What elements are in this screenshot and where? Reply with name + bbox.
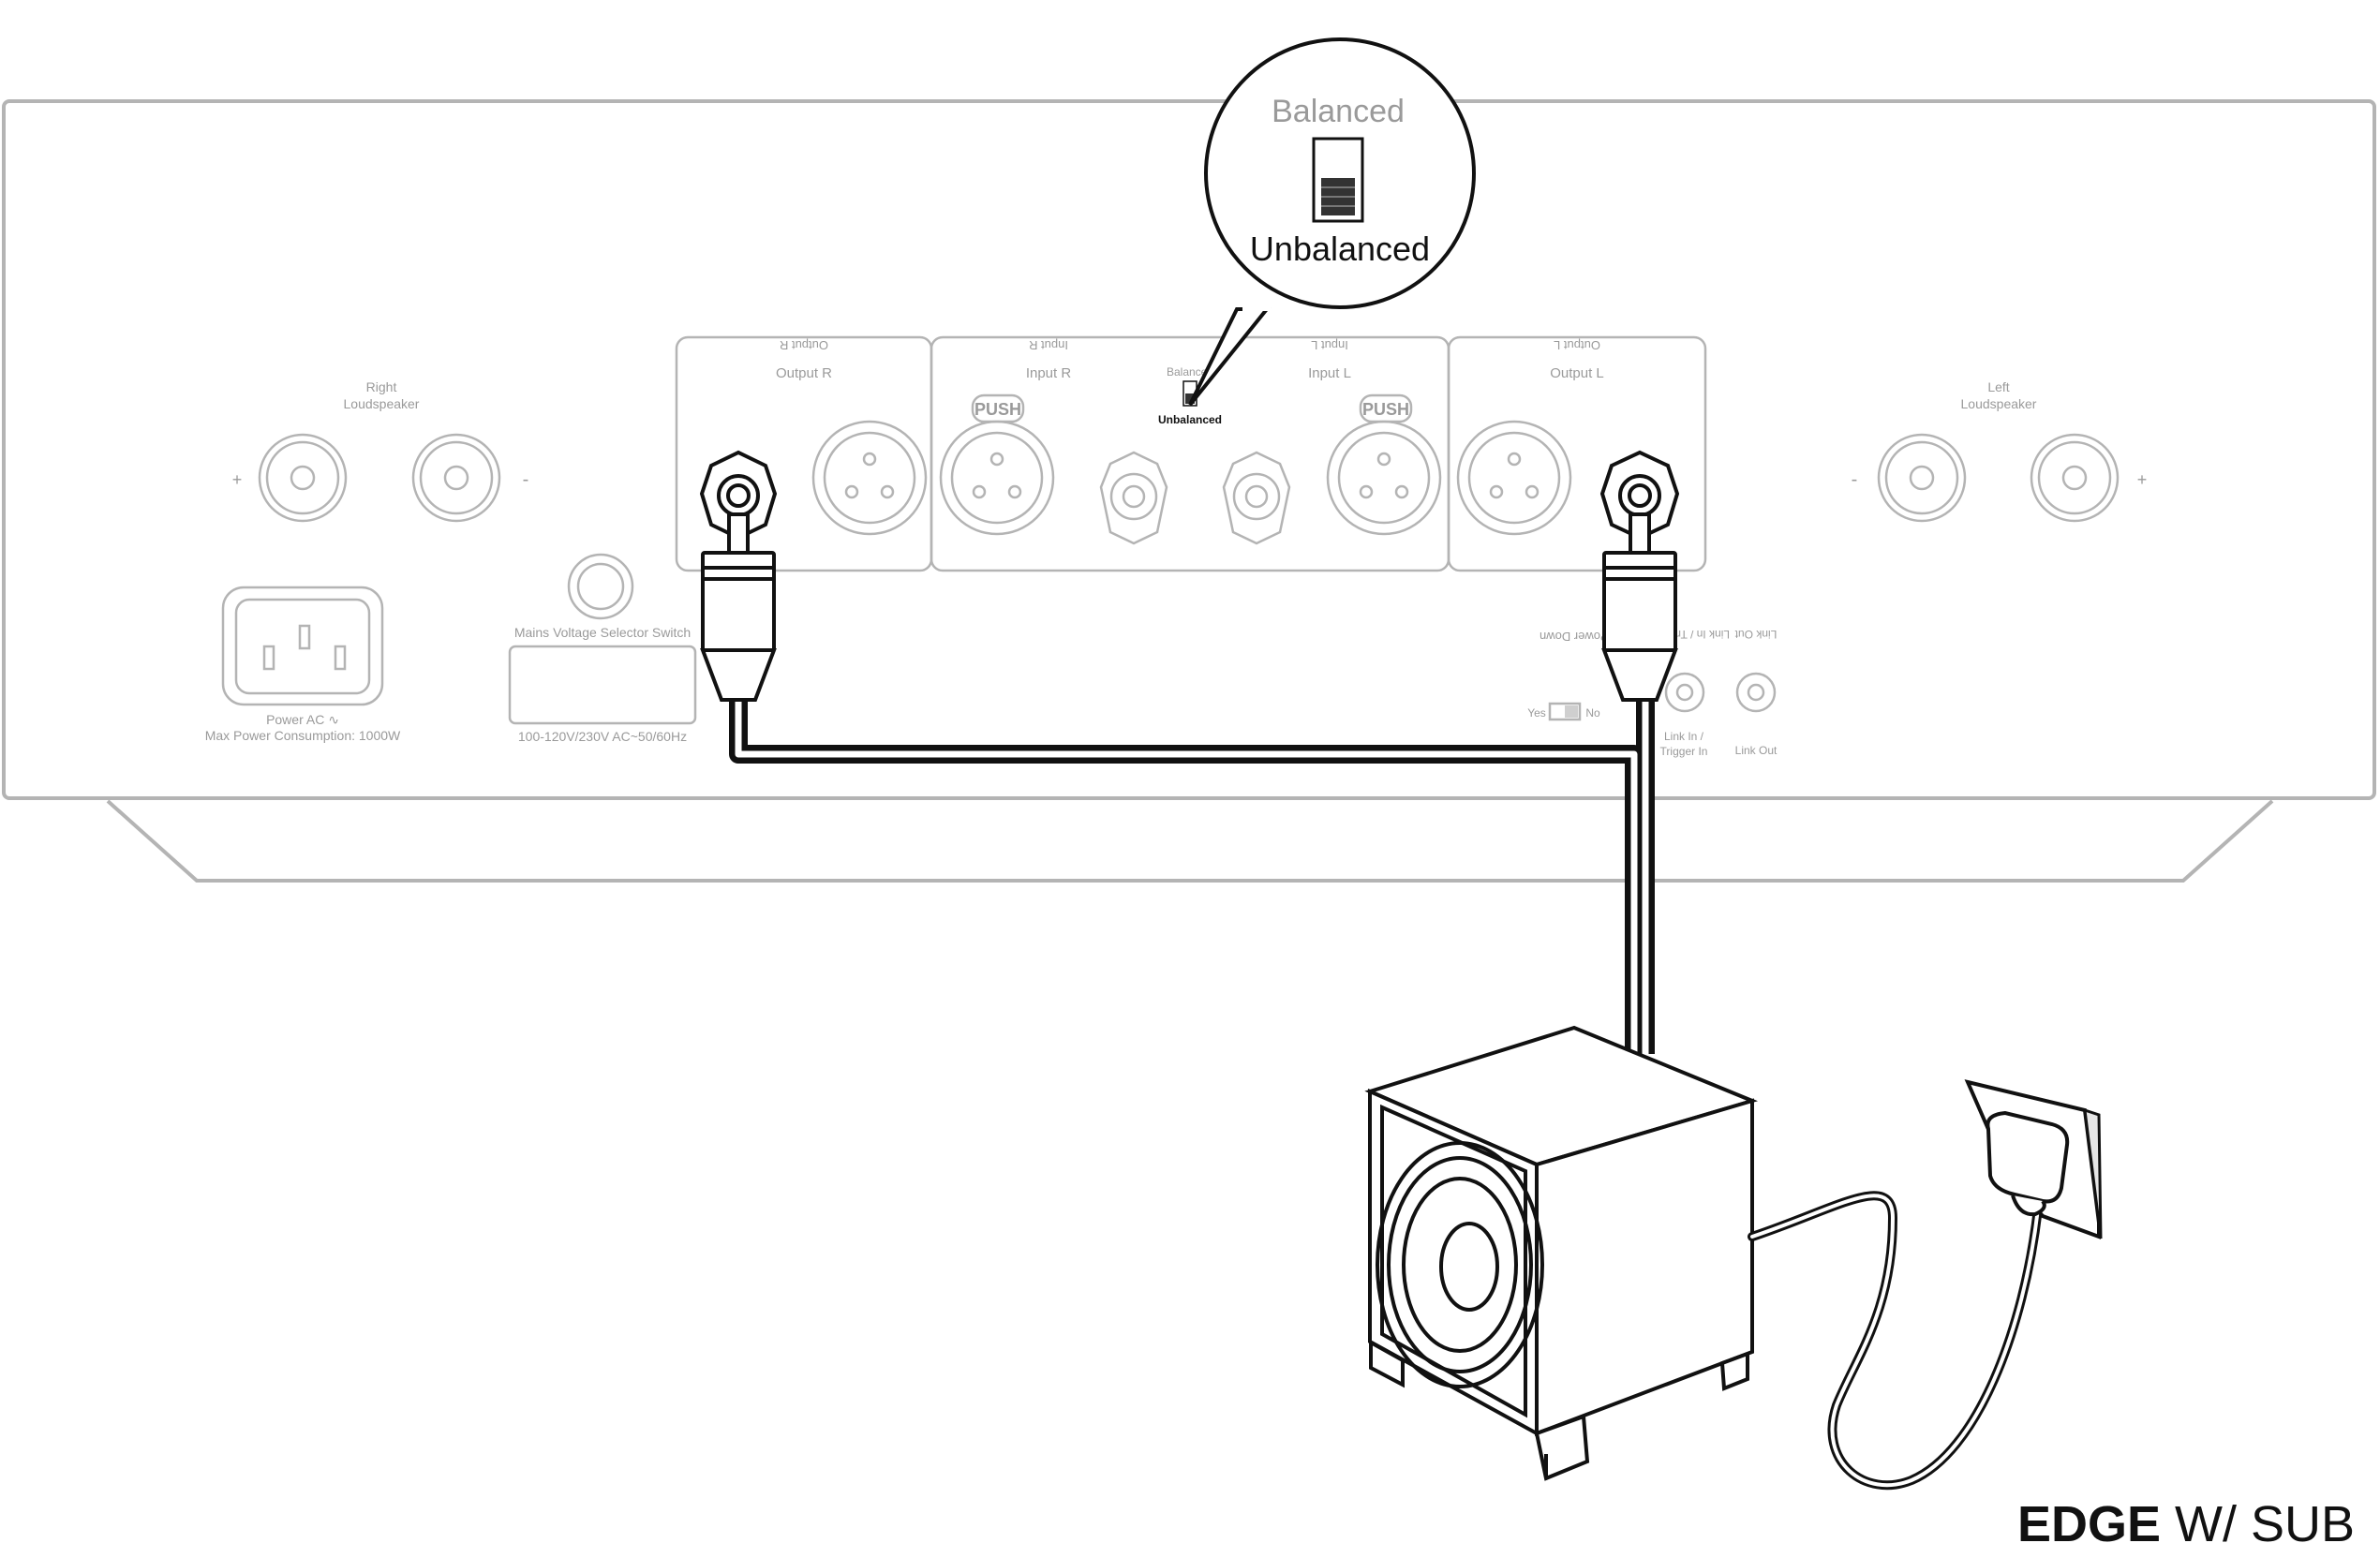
auto-power-down-switch[interactable] (1548, 702, 1582, 721)
link-in-label-line2: Trigger In (1660, 745, 1708, 758)
link-out[interactable] (1735, 672, 1777, 713)
amplifier-rear-panel (2, 99, 2376, 883)
product-title-bold: EDGE (2017, 1496, 2161, 1552)
left-loudspeaker-label-line2: Loudspeaker (1961, 396, 2037, 411)
right-loudspeaker-terminals: Right Loudspeaker + - (232, 379, 529, 523)
input-r-label: Input R (1026, 365, 1072, 381)
push-release-tab[interactable]: PUSH (1359, 393, 1413, 423)
input-l-label: Input L (1308, 365, 1351, 381)
link-out-label: Link Out (1735, 744, 1778, 757)
mains-voltage-selector-switch[interactable] (567, 553, 634, 620)
input-l-mirror-label: Input L (1311, 338, 1348, 352)
output-l-section: Output L Output L (1447, 335, 1707, 572)
speaker-terminal-negative[interactable] (411, 433, 501, 523)
push-label: PUSH (974, 400, 1021, 419)
speaker-terminal-negative[interactable] (1877, 433, 1967, 523)
mains-selector-label: Mains Voltage Selector Switch (514, 625, 691, 640)
push-label: PUSH (1362, 400, 1409, 419)
balanced-small-label: Balanced (1167, 365, 1213, 378)
product-title: EDGE W/ SUB (2017, 1496, 2355, 1552)
product-title-suffix: W/ SUB (2161, 1496, 2355, 1552)
output-r-mirror-label: Output R (780, 338, 828, 352)
input-r-mirror-label: Input R (1029, 338, 1068, 352)
balanced-switch-callout: Balanced Unbalanced (1188, 37, 1476, 407)
plus-sign: + (232, 470, 243, 489)
rca-plug-output-r (699, 450, 778, 702)
push-release-tab[interactable]: PUSH (971, 393, 1025, 423)
link-in-trigger-in[interactable] (1664, 672, 1705, 713)
subwoofer-power-cord (1748, 1191, 2043, 1491)
rca-input-l-connector[interactable] (1222, 451, 1291, 545)
unbalanced-small-label: Unbalanced (1158, 413, 1222, 426)
subwoofer-driver (1376, 1141, 1544, 1388)
rca-plug-output-l (1599, 450, 1680, 702)
speaker-terminal-positive[interactable] (2030, 433, 2120, 523)
xlr-input-l-connector[interactable] (1326, 420, 1442, 536)
output-r-section: Output R Output R (675, 335, 933, 572)
no-label: No (1585, 706, 1600, 720)
callout-balanced-label: Balanced (1272, 94, 1405, 129)
power-ac-inlet[interactable] (221, 586, 384, 706)
link-in-label-line1: Link In / (1664, 730, 1704, 743)
left-loudspeaker-label-line1: Left (1987, 379, 2009, 394)
input-section: Input R Input L Input R Input L PUSH (930, 335, 1450, 572)
max-power-label: Max Power Consumption: 1000W (205, 728, 401, 743)
power-plug-icon (1986, 1110, 2070, 1217)
voltage-label: 100-120V/230V AC~50/60Hz (518, 729, 687, 744)
plus-sign: + (2137, 470, 2148, 489)
minus-sign: - (1852, 469, 1858, 490)
right-loudspeaker-label-line2: Loudspeaker (344, 396, 420, 411)
power-ac-label: Power AC ∿ (266, 712, 339, 727)
callout-unbalanced-label: Unbalanced (1250, 230, 1430, 268)
yes-label: Yes (1527, 706, 1546, 720)
rca-cable (729, 693, 1655, 1054)
output-r-label: Output R (776, 365, 832, 381)
output-l-mirror-label: Output L (1554, 338, 1600, 352)
xlr-output-r-connector[interactable] (811, 420, 928, 536)
speaker-terminal-positive[interactable] (258, 433, 348, 523)
xlr-output-l-connector[interactable] (1456, 420, 1572, 536)
minus-sign: - (523, 469, 529, 490)
right-loudspeaker-label-line1: Right (366, 379, 397, 394)
rca-input-r-connector[interactable] (1099, 451, 1168, 545)
subwoofer (1364, 1025, 1759, 1481)
left-loudspeaker-terminals: Left Loudspeaker - + (1852, 379, 2148, 523)
link-out-mirror-label: Link Out (1734, 628, 1777, 641)
xlr-input-r-connector[interactable] (939, 420, 1055, 536)
output-l-label: Output L (1550, 365, 1604, 381)
voltage-label-plate (508, 645, 697, 725)
